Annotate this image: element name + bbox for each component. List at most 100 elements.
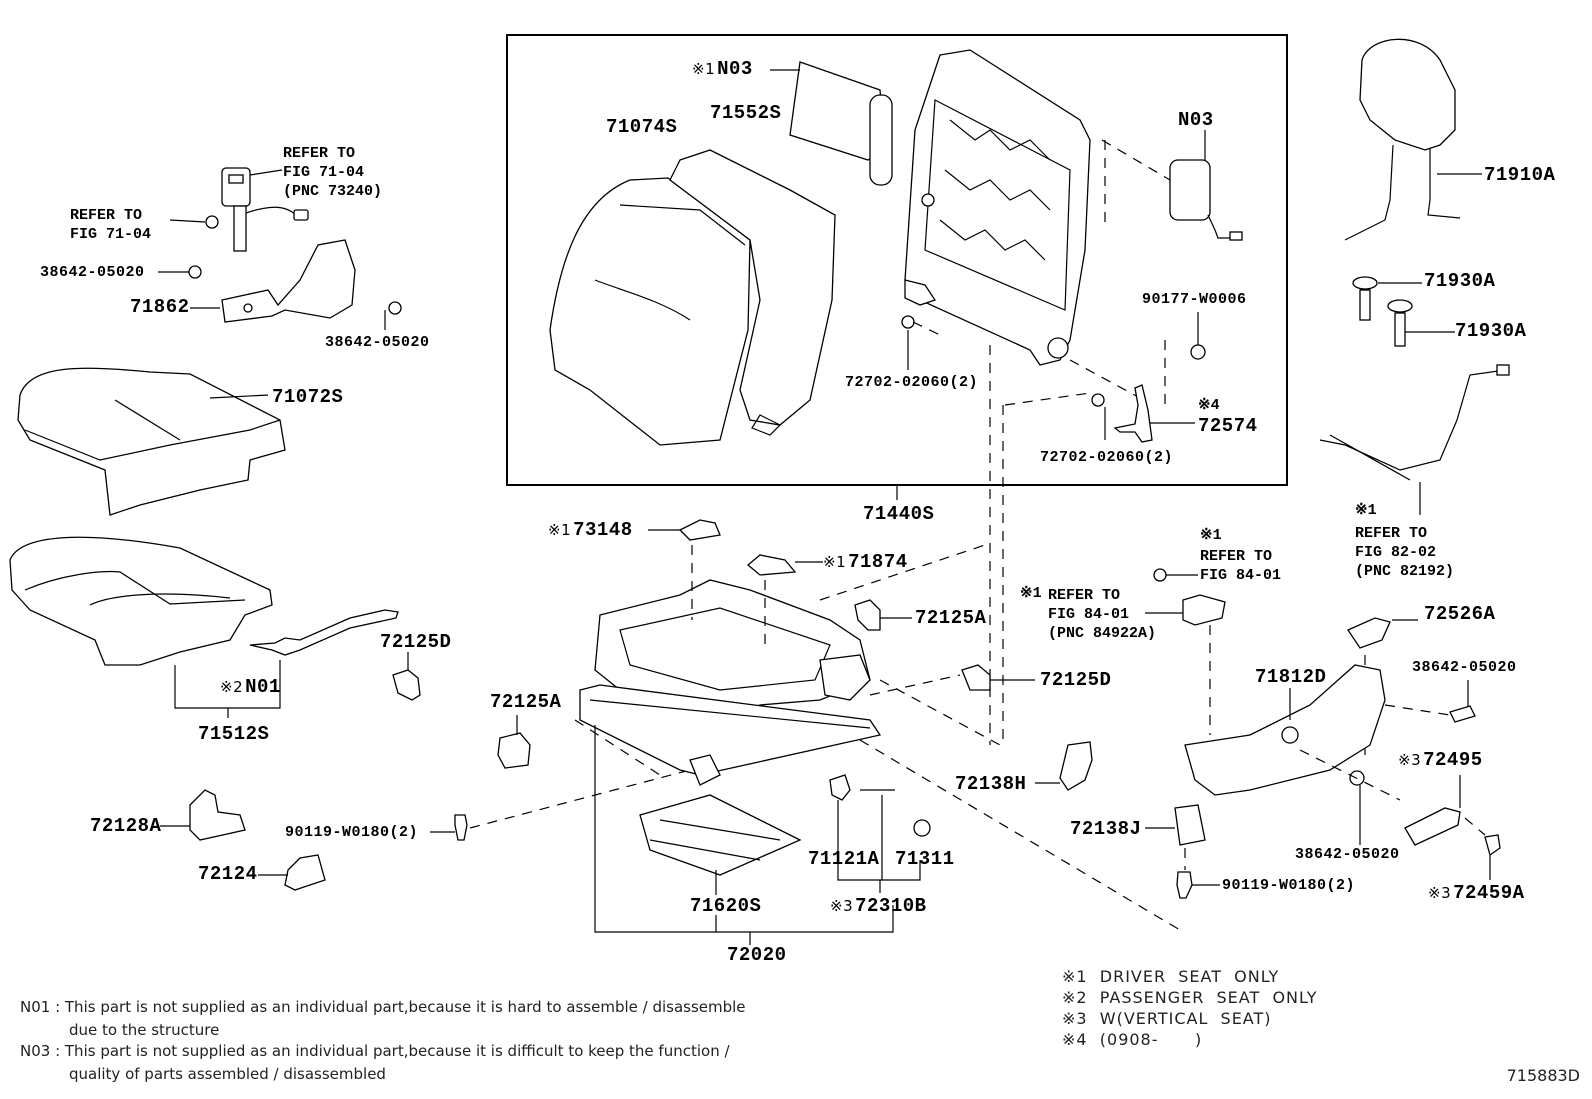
part-71862[interactable]: 71862 [130,296,190,318]
bracket-72574-drawing [1113,384,1153,443]
clip-72128A-drawing [189,789,246,841]
part-72138J[interactable]: 72138J [1070,818,1142,840]
callout-refer-fig-71-04-buckle[interactable]: REFER TO FIG 71-04 (PNC 73240) [283,145,383,200]
part-38642-05020-a[interactable]: 38642-05020 [40,264,145,281]
cover-72138J-drawing [1174,804,1206,846]
clip-72125D-left-drawing [392,669,421,701]
note-mark-2: ※2 [220,678,244,696]
legend-item: ※2 PASSENGER SEAT ONLY [1062,987,1318,1008]
clip-72125A-left-drawing [497,732,531,769]
clip-72124-drawing [284,854,326,891]
part-N03-airbag-label: N03 [717,58,753,80]
clip-72125A-mid-drawing [854,599,881,631]
part-71620S[interactable]: 71620S [690,895,762,917]
callout-refer-fig-71-04-anchor[interactable]: REFER TO FIG 71-04 [70,207,152,243]
part-71552S[interactable]: 71552S [710,102,782,124]
callout-refer-fig-82-02[interactable]: REFER TO FIG 82-02 (PNC 82192) [1355,525,1455,580]
note-mark-1: ※1 [692,60,716,78]
part-38642-05020-b[interactable]: 38642-05020 [325,334,430,351]
part-71512S[interactable]: 71512S [198,723,270,745]
part-38642-05020-d[interactable]: 38642-05020 [1295,846,1400,863]
part-90119-W0180-left[interactable]: 90119-W0180(2) [285,824,419,841]
part-38642-05020-c[interactable]: 38642-05020 [1412,659,1517,676]
part-72495-label: 72495 [1423,749,1483,771]
legend-text: PASSENGER SEAT ONLY [1099,988,1318,1007]
note-mark-1: ※1 [1355,502,1377,519]
part-72128A[interactable]: 72128A [90,815,162,837]
part-72124[interactable]: 72124 [198,863,258,885]
note-mark-3: ※3 [1428,884,1452,902]
part-71910A[interactable]: 71910A [1484,164,1556,186]
note-mark-3: ※3 [1398,751,1422,769]
cap-72459A-drawing [1484,834,1501,857]
legend-text: W(VERTICAL SEAT) [1099,1009,1272,1028]
part-71440S[interactable]: 71440S [863,503,935,525]
legend-mark: ※1 [1062,967,1088,986]
part-72574[interactable]: 72574 [1198,415,1258,437]
cable-71121A-drawing [829,774,851,801]
knob-72526A-drawing [1347,617,1391,649]
figure-number: 715883D [1506,1066,1580,1085]
screw-38642-c-drawing [1449,705,1476,723]
bolt-90119-right-drawing [1176,871,1193,899]
legend-item: ※3 W(VERTICAL SEAT) [1062,1008,1318,1029]
part-72125A-mid[interactable]: 72125A [915,607,987,629]
part-72526A[interactable]: 72526A [1424,603,1496,625]
part-71930A-b[interactable]: 71930A [1455,320,1527,342]
part-90177-W0006[interactable]: 90177-W0006 [1142,291,1247,308]
part-71930A-a[interactable]: 71930A [1424,270,1496,292]
part-73148-label: 73148 [573,519,633,541]
seatback-frame-drawing [904,49,1091,366]
legend-mark: ※3 [1062,1009,1088,1028]
part-72138H[interactable]: 72138H [955,773,1027,795]
part-71074S[interactable]: 71074S [606,116,678,138]
part-72020[interactable]: 72020 [727,944,787,966]
legend-mark: ※2 [1062,988,1088,1007]
headrest-drawing [1359,38,1456,151]
callout-refer-fig-84-01-screw[interactable]: REFER TO FIG 84-01 [1200,548,1282,584]
part-71812D[interactable]: 71812D [1255,666,1327,688]
cover-71874-drawing [746,554,797,576]
part-72125A-left[interactable]: 72125A [490,691,562,713]
cover-72138H-drawing [1059,741,1093,791]
part-71072S[interactable]: 71072S [272,386,344,408]
bolt-72702-b-drawing [1091,393,1105,407]
lever-72495-drawing [1404,807,1461,846]
footnote-n03: N03 : This part is not supplied as an in… [20,1042,730,1060]
part-N03-sensor[interactable]: N03 [1178,109,1214,131]
part-72702-02060-a[interactable]: 72702-02060(2) [845,374,979,391]
note-mark-4: ※4 [1198,397,1220,414]
part-71311[interactable]: 71311 [895,848,955,870]
legend-text: DRIVER SEAT ONLY [1099,967,1280,986]
part-N01-label: N01 [245,676,281,698]
footnote-n01-cont: due to the structure [69,1021,220,1039]
part-90119-W0180-right[interactable]: 90119-W0180(2) [1222,877,1356,894]
part-72125D-mid[interactable]: 72125D [1040,669,1112,691]
nut-90177-drawing [1190,344,1206,360]
part-71874-label: 71874 [848,551,908,573]
bolt-90119-left-drawing [454,814,468,841]
seatbelt-anchor-cover-drawing [221,239,356,323]
headrest-support-a-drawing [1352,276,1378,321]
seatback-cover-drawing [549,177,751,446]
legend-mark: ※4 [1062,1030,1088,1049]
part-71121A[interactable]: 71121A [808,848,880,870]
seat-cushion-pad-drawing [9,536,273,666]
part-72702-02060-b[interactable]: 72702-02060(2) [1040,449,1174,466]
legend-item: ※1 DRIVER SEAT ONLY [1062,966,1318,987]
seatbelt-buckle-drawing [221,167,309,252]
seat-harness-drawing [1319,369,1506,471]
callout-refer-fig-84-01-switch[interactable]: REFER TO FIG 84-01 (PNC 84922A) [1048,587,1157,642]
legend: ※1 DRIVER SEAT ONLY ※2 PASSENGER SEAT ON… [1062,966,1318,1050]
cover-73148-drawing [678,519,721,541]
part-72125D-left[interactable]: 72125D [380,631,452,653]
